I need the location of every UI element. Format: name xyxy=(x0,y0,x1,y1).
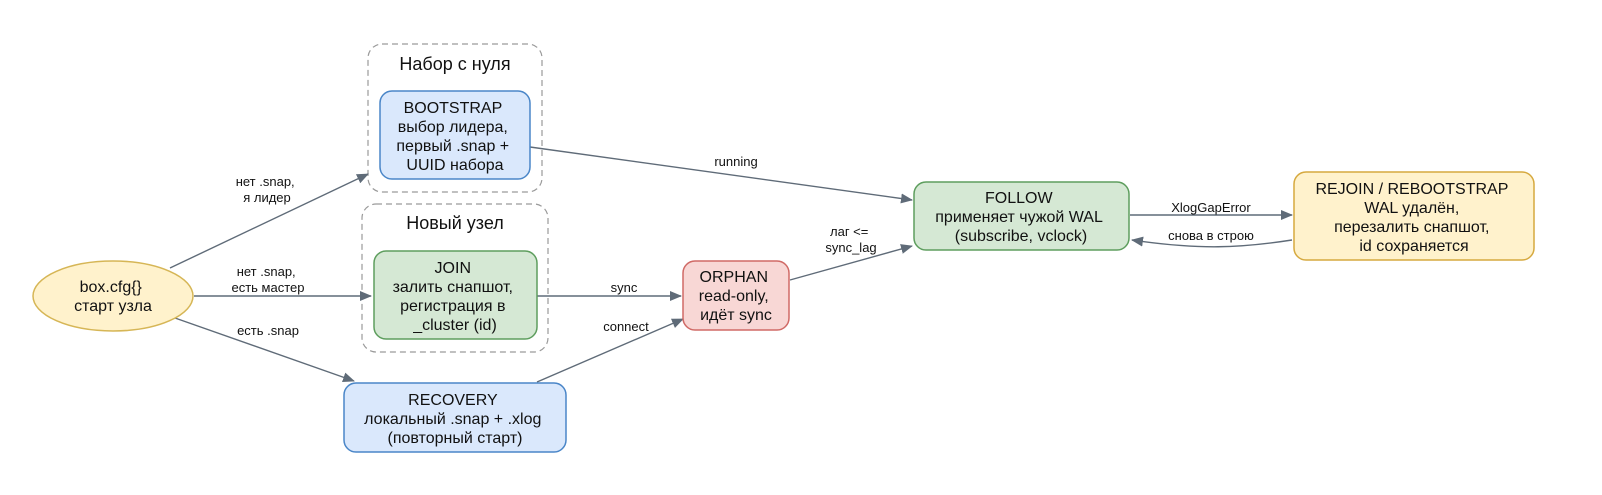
edge-rejoin-to-follow xyxy=(1131,236,1293,248)
node-join-label: JOIN залить снапшот, регистрация в _clus… xyxy=(393,260,518,334)
edge-label-start-join: нет .snap, есть мастер xyxy=(231,264,304,295)
edge-label-follow-rejoin: XlogGapError xyxy=(1171,200,1251,215)
node-orphan: ORPHAN read-only, идёт sync xyxy=(682,260,790,331)
node-recovery-shape xyxy=(343,382,567,453)
edge-label-start-bootstrap: нет .snap, я лидер xyxy=(236,174,299,205)
edge-start-to-bootstrap xyxy=(169,173,369,269)
edge-label-join-orphan: sync xyxy=(611,280,638,295)
edges xyxy=(169,146,1293,383)
cluster-bootstrap: Набор с нуля xyxy=(367,43,543,193)
node-orphan-shape xyxy=(682,260,790,331)
node-bootstrap: BOOTSTRAP выбор лидера, первый .snap + U… xyxy=(379,90,531,180)
node-recovery-label: RECOVERY локальный .snap + .xlog (повтор… xyxy=(364,392,546,447)
node-start: box.cfg{} старт узла xyxy=(32,260,194,332)
node-follow-shape xyxy=(913,181,1130,251)
edge-orphan-to-follow xyxy=(789,244,913,281)
edge-label-orphan-follow: лаг <= sync_lag xyxy=(825,224,876,255)
cluster-bootstrap-border xyxy=(367,43,543,193)
node-follow: FOLLOW применяет чужой WAL (subscribe, v… xyxy=(913,181,1130,251)
node-recovery: RECOVERY локальный .snap + .xlog (повтор… xyxy=(343,382,567,453)
edge-start-to-recovery xyxy=(174,317,355,383)
node-orphan-label: ORPHAN read-only, идёт sync xyxy=(699,269,773,324)
node-rejoin-shape xyxy=(1293,171,1535,261)
edge-label-start-recovery: есть .snap xyxy=(237,323,299,338)
edge-bootstrap-to-follow xyxy=(529,146,913,204)
edge-label-bootstrap-follow: running xyxy=(714,154,757,169)
cluster-join: Новый узел xyxy=(361,203,549,353)
node-start-label: box.cfg{} старт узла xyxy=(74,279,152,315)
cluster-bootstrap-label: Набор с нуля xyxy=(399,54,510,74)
edge-recovery-to-orphan xyxy=(536,318,684,383)
node-join: JOIN залить снапшот, регистрация в _clus… xyxy=(373,250,538,340)
node-bootstrap-label: BOOTSTRAP выбор лидера, первый .snap + U… xyxy=(396,100,513,174)
node-start-shape xyxy=(32,260,194,332)
edge-label-rejoin-follow: снова в строю xyxy=(1168,228,1254,243)
node-join-shape xyxy=(373,250,538,340)
edge-labels: нет .snap, я лидер нет .snap, есть масте… xyxy=(231,154,1254,338)
node-follow-label: FOLLOW применяет чужой WAL (subscribe, v… xyxy=(935,190,1106,245)
node-rejoin: REJOIN / REBOOTSTRAP WAL удалён, перезал… xyxy=(1293,171,1535,261)
cluster-join-label: Новый узел xyxy=(406,213,504,233)
edge-label-recovery-orphan: connect xyxy=(603,319,649,334)
node-rejoin-label: REJOIN / REBOOTSTRAP WAL удалён, перезал… xyxy=(1315,181,1512,255)
node-bootstrap-shape xyxy=(379,90,531,180)
cluster-join-border xyxy=(361,203,549,353)
